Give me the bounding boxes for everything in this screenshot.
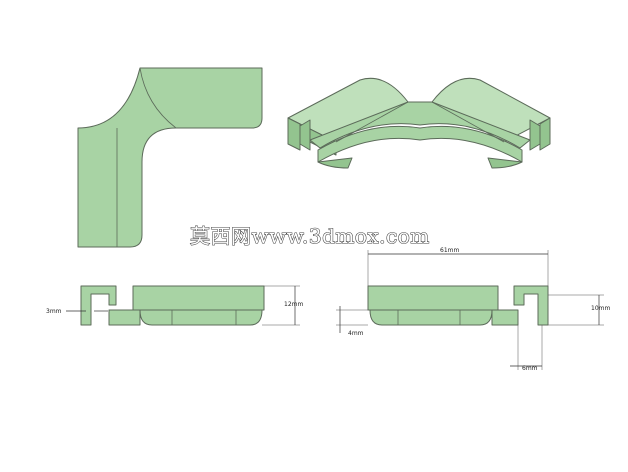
corner-piece-isometric-view [287, 77, 551, 169]
dim-left-gap: 3mm [46, 308, 62, 315]
dim-right-height: 10mm [591, 305, 610, 312]
dim-bottom-left: 4mm [348, 330, 364, 337]
watermark-text: 莫西网www.3dmox.com [190, 224, 430, 248]
dim-top-length: 61mm [440, 247, 459, 254]
dim-bottom-right: 6mm [522, 365, 538, 372]
side-view-right: 61mm 10mm 4mm 6mm [336, 247, 610, 372]
dim-left-height: 12mm [284, 301, 303, 308]
side-view-left: 3mm 12mm [46, 285, 303, 326]
corner-piece-top-view [77, 67, 263, 248]
